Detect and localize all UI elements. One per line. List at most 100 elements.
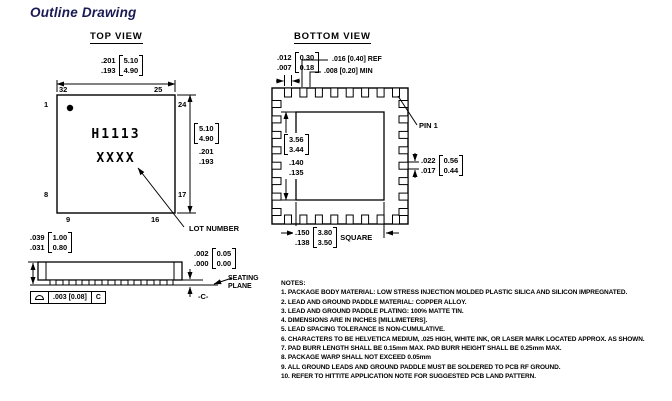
side-view-leads [49,279,174,286]
dim-value: 0.80 [52,242,68,252]
dim-value: 5.10 [199,124,214,133]
pin-label-25: 25 [154,85,163,94]
note-item: 7. PAD BURR LENGTH SHALL BE 0.15mm MAX. … [281,345,562,353]
thickness-dimension: .039 .031 1.00 0.80 [30,232,72,253]
dim-value: .012 [277,53,292,62]
pitch-ref-dimension: .016 [0.40] REF [330,55,384,64]
seating-plane-label: SEATING PLANE [228,275,259,291]
dim-value: .193 [101,65,116,75]
dim-value: .022 [421,156,436,165]
note-item: 9. ALL GROUND LEADS AND GROUND PADDLE MU… [281,363,561,371]
note-item: 4. DIMENSIONS ARE IN INCHES [MILLIMETERS… [281,317,428,325]
flatness-datum-cell: C [90,292,105,303]
pin1-index-dot [66,104,74,112]
dim-value: 3.56 [289,135,304,144]
seating-plane-line1: SEATING [228,275,259,282]
inches-stack: .201 .193 [101,55,116,76]
pin-label-8: 8 [44,190,49,199]
flatness-symbol-cell [31,292,48,303]
lot-number-label: LOT NUMBER [189,224,239,233]
pin-label-24: 24 [178,100,187,109]
dim-value: 0.44 [443,165,459,175]
dim-value: 0.00 [216,258,232,268]
pin-label-1: 1 [44,100,49,109]
dim-value: .039 [30,233,45,242]
dim-value: .138 [295,237,310,247]
note-item: 3. LEAD AND GROUND PADDLE PLATING: 100% … [281,307,464,315]
dim-value: 0.30 [299,53,315,62]
dim-value: .193 [199,156,214,166]
pin-label-9: 9 [66,215,71,224]
dim-value: 4.90 [199,133,214,143]
flatness-control-frame: .003 [0.08] C [30,291,106,304]
inches-stack: .039 .031 [30,232,45,253]
pin1-leader [397,95,418,126]
inches-stack: .002 .000 [194,248,209,269]
flatness-symbol-icon [35,295,44,300]
inches-stack: .150 .138 [295,227,310,248]
dim-value: 3.80 [317,228,333,237]
dim-value: .002 [194,249,209,258]
bottom-view-package-outline [271,87,409,225]
package-marking-line1: H1113 [91,127,141,142]
dim-value: 4.90 [123,65,139,75]
note-item: 6. CHARACTERS TO BE HELVETICA MEDIUM, .0… [281,335,645,343]
note-item: 1. PACKAGE BODY MATERIAL: LOW STRESS INJ… [281,289,628,297]
dim-value: 0.56 [443,156,459,165]
mm-bracket: 0.05 0.00 [211,248,237,269]
bottom-view-label: BOTTOM VIEW [294,31,371,44]
inches-stack: .140 .135 [289,157,304,178]
side-view-drawing [28,261,233,297]
dim-value: .135 [289,167,304,177]
top-edge-pads [284,87,400,98]
spacing-min-dimension: .008 [0.20] MIN [322,67,375,76]
top-view-height-dimension: 5.10 4.90 .201 .193 [194,123,219,167]
top-view-width-dimension: .201 .193 5.10 4.90 [101,55,143,76]
note-item: 8. PACKAGE WARP SHALL NOT EXCEED 0.05mm [281,354,431,362]
notes-heading: NOTES: [281,280,306,287]
pin-label-32: 32 [59,85,68,94]
dim-value: 3.44 [289,144,304,154]
top-view-package-outline [56,94,176,214]
mm-bracket: 0.30 0.18 [294,52,320,73]
paddle-size-dimension: .150 .138 3.80 3.50 SQUARE [293,226,375,249]
dim-value: 5.10 [123,56,139,65]
standoff-dimension: .002 .000 0.05 0.00 [192,247,239,270]
mm-bracket: 5.10 4.90 [194,123,219,144]
inches-stack: .012 .007 [277,52,292,73]
seating-plane-leader [213,277,233,285]
dim-value: .150 [295,228,310,237]
note-item: 2. LEAD AND GROUND PADDLE MATERIAL: COPP… [281,298,467,306]
lead-length-dimension: .022 .017 0.56 0.44 [421,155,463,176]
inches-stack: .201 .193 [199,146,214,167]
mm-bracket: 1.00 0.80 [47,232,73,253]
lead-width-dimension: .012 .007 0.30 0.18 [277,52,319,73]
dim-value: 0.18 [299,62,315,72]
pin-label-17: 17 [178,190,187,199]
paddle-height-dimension: 3.56 3.44 .140 .135 [282,133,311,179]
bottom-view-drawing [271,59,419,238]
note-item: 5. LEAD SPACING TOLERANCE IS NON-CUMULAT… [281,326,445,334]
pin-label-16: 16 [151,215,160,224]
lot-number-leader [137,167,185,228]
left-edge-pads [271,100,282,216]
package-marking-line2: XXXX [96,151,136,166]
dim-value: .201 [199,147,214,156]
page-title: Outline Drawing [30,5,137,20]
dim-value: .017 [421,165,436,175]
side-view-body [37,261,183,281]
bottom-edge-pads [284,214,400,225]
datum-c-label: -C- [198,292,209,301]
dim-value: 1.00 [52,233,68,242]
seating-plane-line2: PLANE [228,283,252,290]
right-edge-pads [398,100,409,216]
dim-value: .007 [277,62,292,72]
square-suffix: SQUARE [340,233,373,242]
notes-section: NOTES: 1. PACKAGE BODY MATERIAL: LOW STR… [281,279,672,381]
note-item: 10. REFER TO HITTITE APPLICATION NOTE FO… [281,372,536,380]
top-view-drawing [56,80,196,228]
dim-value: .031 [30,242,45,252]
dim-value: 3.50 [317,237,333,247]
